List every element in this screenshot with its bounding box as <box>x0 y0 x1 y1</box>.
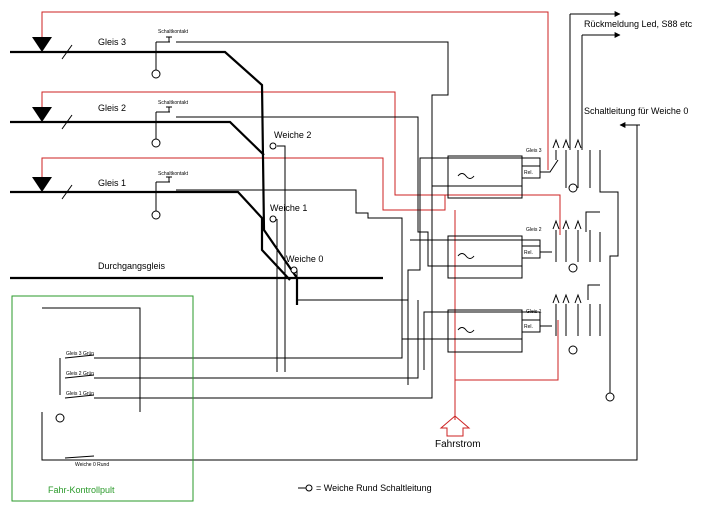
label-weiche0: Weiche 0 <box>286 254 323 264</box>
feeder-arrow-gleis2 <box>32 107 52 122</box>
panel-btn-gleis3: Gleis 3 Grün <box>66 351 94 357</box>
label-durchgangsgleis: Durchgangsgleis <box>98 261 166 271</box>
track-gleis2 <box>10 120 265 156</box>
relay-box-gleis2 <box>447 235 523 279</box>
fahrstrom-arrow <box>439 415 471 437</box>
feeder-arrows <box>32 37 52 192</box>
panel-title: Fahr-Kontrollpult <box>48 485 115 495</box>
relay-label-gleis3: Gleis 3 <box>526 148 542 154</box>
weiche2-marker <box>269 142 277 150</box>
relay-coil-text-3: Rel. <box>524 170 533 176</box>
label-rueckmeldung: Rückmeldung Led, S88 etc <box>584 19 693 29</box>
legend-text: = Weiche Rund Schaltleitung <box>316 483 432 493</box>
track-gleis1 <box>10 190 291 281</box>
relay-label-gleis2: Gleis 2 <box>526 227 542 233</box>
contact-label-gleis1: Schaltkontakt <box>158 171 189 177</box>
weiche0-marker <box>290 266 298 274</box>
relay-box-gleis3 <box>447 155 523 199</box>
label-fahrstrom: Fahrstrom <box>435 439 481 450</box>
isolation-marks <box>61 44 73 200</box>
control-panel-frame <box>11 295 194 502</box>
label-gleis3: Gleis 3 <box>98 37 126 47</box>
switch-markers <box>269 142 298 274</box>
feeder-arrow-gleis1 <box>32 177 52 192</box>
power-wires <box>41 11 561 420</box>
label-schaltleitung: Schaltleitung für Weiche 0 <box>584 106 688 116</box>
panel-ground <box>55 413 65 423</box>
track-contacts <box>151 36 172 220</box>
relay-units <box>447 138 615 402</box>
label-weiche2: Weiche 2 <box>274 130 311 140</box>
power-wire-gleis1b <box>454 210 559 381</box>
contact-label-gleis2: Schaltkontakt <box>158 100 189 106</box>
weiche1-marker <box>269 215 277 223</box>
panel-btn-gleis2: Gleis 2 Grün <box>66 371 94 377</box>
legend-symbol <box>298 484 313 492</box>
feeder-arrow-gleis3 <box>32 37 52 52</box>
label-weiche1: Weiche 1 <box>270 203 307 213</box>
panel-btn-weiche0: Weiche 0 Rund <box>75 462 109 468</box>
relay-coil-text-2: Rel. <box>524 250 533 256</box>
label-gleis2: Gleis 2 <box>98 103 126 113</box>
track-gleis3 <box>10 50 299 305</box>
power-wire-gleis1 <box>41 157 446 211</box>
relay-box-gleis1 <box>447 309 523 353</box>
label-gleis1: Gleis 1 <box>98 178 126 188</box>
panel-btn-gleis1: Gleis 1 Grün <box>66 391 94 397</box>
contact-label-gleis3: Schaltkontakt <box>158 29 189 35</box>
tracks <box>10 50 383 305</box>
relay-label-gleis1: Gleis 1 <box>526 309 542 315</box>
control-wires <box>41 11 640 461</box>
power-wire-gleis2 <box>41 91 561 235</box>
relay-coil-text-1: Rel. <box>524 324 533 330</box>
power-wire-gleis3 <box>41 11 549 170</box>
